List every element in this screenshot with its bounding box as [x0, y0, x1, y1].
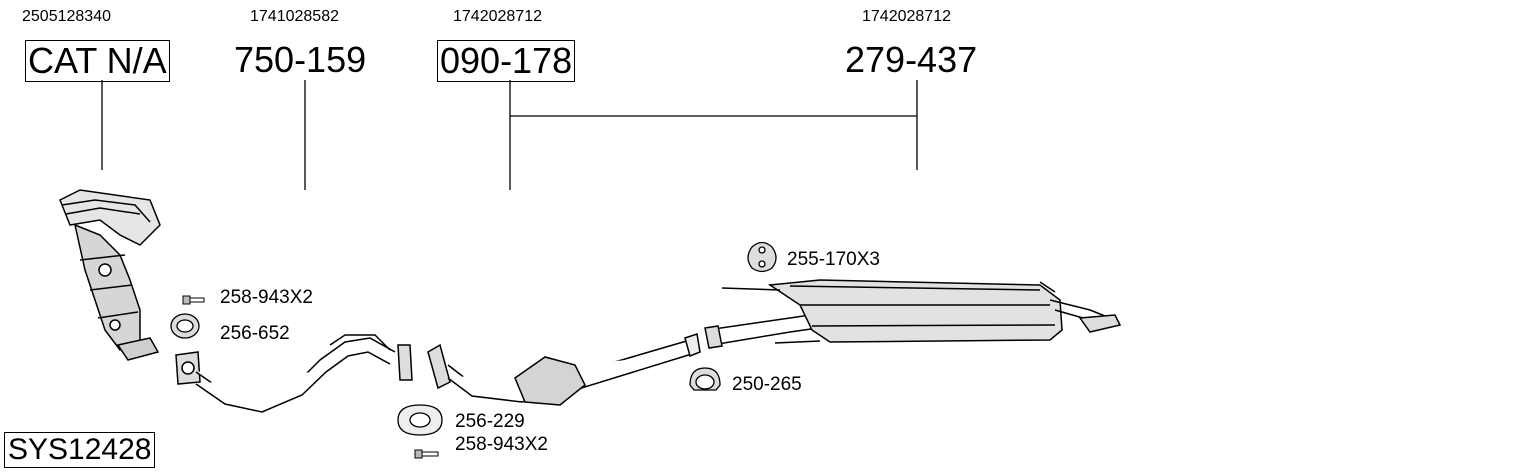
part-number-750-159[interactable]: 750-159 [234, 39, 367, 80]
accessory-label-gasket-ring[interactable]: 256-652 [220, 323, 290, 344]
rear-muffler[interactable] [704, 279, 1122, 349]
catalytic-manifold[interactable] [59, 189, 161, 361]
accessory-label-bolt-1[interactable]: 258-943X2 [220, 287, 313, 308]
oem-number-279-437: 1742028712 [862, 8, 951, 25]
flange-gasket-part [397, 404, 443, 436]
part-number-cat[interactable]: CAT N/A [25, 40, 170, 82]
system-code: SYS12428 [4, 432, 156, 468]
part-number-279-437[interactable]: 279-437 [845, 39, 978, 80]
oem-number-090-178: 1742028712 [453, 8, 542, 25]
accessory-label-flange-gasket[interactable]: 256-229 [455, 411, 525, 432]
oem-number-cat: 2505128340 [22, 8, 111, 25]
accessory-label-rubber-hanger[interactable]: 255-170X3 [787, 249, 880, 270]
accessory-label-bolt-2[interactable]: 258-943X2 [455, 434, 548, 455]
accessory-label-pipe-clamp[interactable]: 250-265 [732, 374, 802, 395]
pipe-clamp-part [689, 367, 721, 391]
part-number-090-178[interactable]: 090-178 [437, 40, 576, 82]
bolt-part-1 [182, 295, 205, 305]
catalytic-converter-pipe[interactable] [427, 333, 701, 406]
bolt-part-2 [414, 449, 439, 459]
gasket-ring-part [170, 313, 200, 339]
rubber-hanger-part [747, 241, 777, 273]
oem-number-750-159: 1741028582 [250, 8, 339, 25]
front-pipe[interactable] [175, 334, 413, 413]
